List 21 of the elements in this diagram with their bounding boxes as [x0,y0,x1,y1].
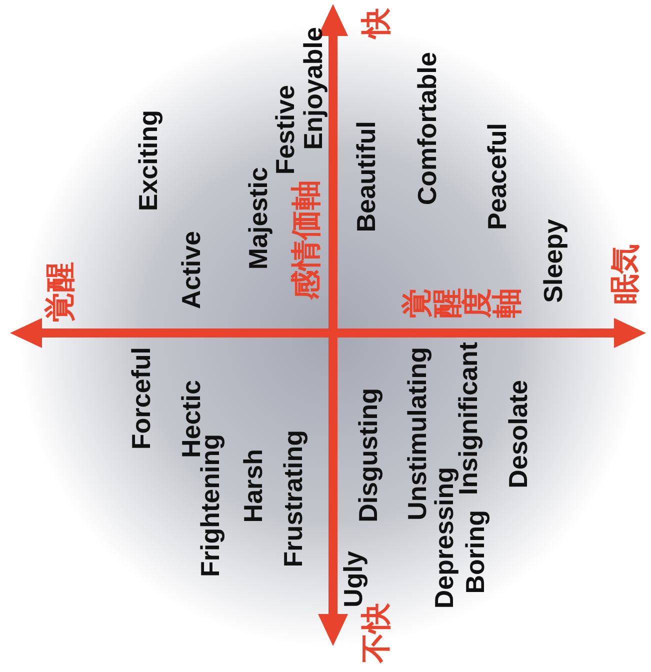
emotion-word: Disgusting [355,388,381,522]
emotion-word: Exciting [135,110,161,212]
emotion-word: Frustrating [280,430,306,568]
emotion-word: Harsh [240,449,266,523]
axis-label: 眠気 [611,244,641,304]
emotion-word: Boring [462,510,488,594]
emotion-word: Peaceful [484,123,510,230]
axis-label: 覚醒度軸 [400,288,525,318]
axis-label: 覚醒 [46,262,76,322]
emotion-word: Unstimulating [404,347,430,520]
emotion-word: Sleepy [540,219,566,303]
axis-label: 快 [362,8,392,38]
emotion-word: Desolate [505,380,531,488]
emotion-word: Enjoyable [300,27,326,150]
emotion-word: Active [178,231,204,310]
axis-label: 感情価軸 [292,180,322,300]
emotion-word: Festive [272,85,298,175]
emotion-word: Majestic [245,167,271,270]
emotion-word: Forceful [128,347,154,450]
emotion-word: Beautiful [353,121,379,232]
emotion-word: Comfortable [414,52,440,206]
